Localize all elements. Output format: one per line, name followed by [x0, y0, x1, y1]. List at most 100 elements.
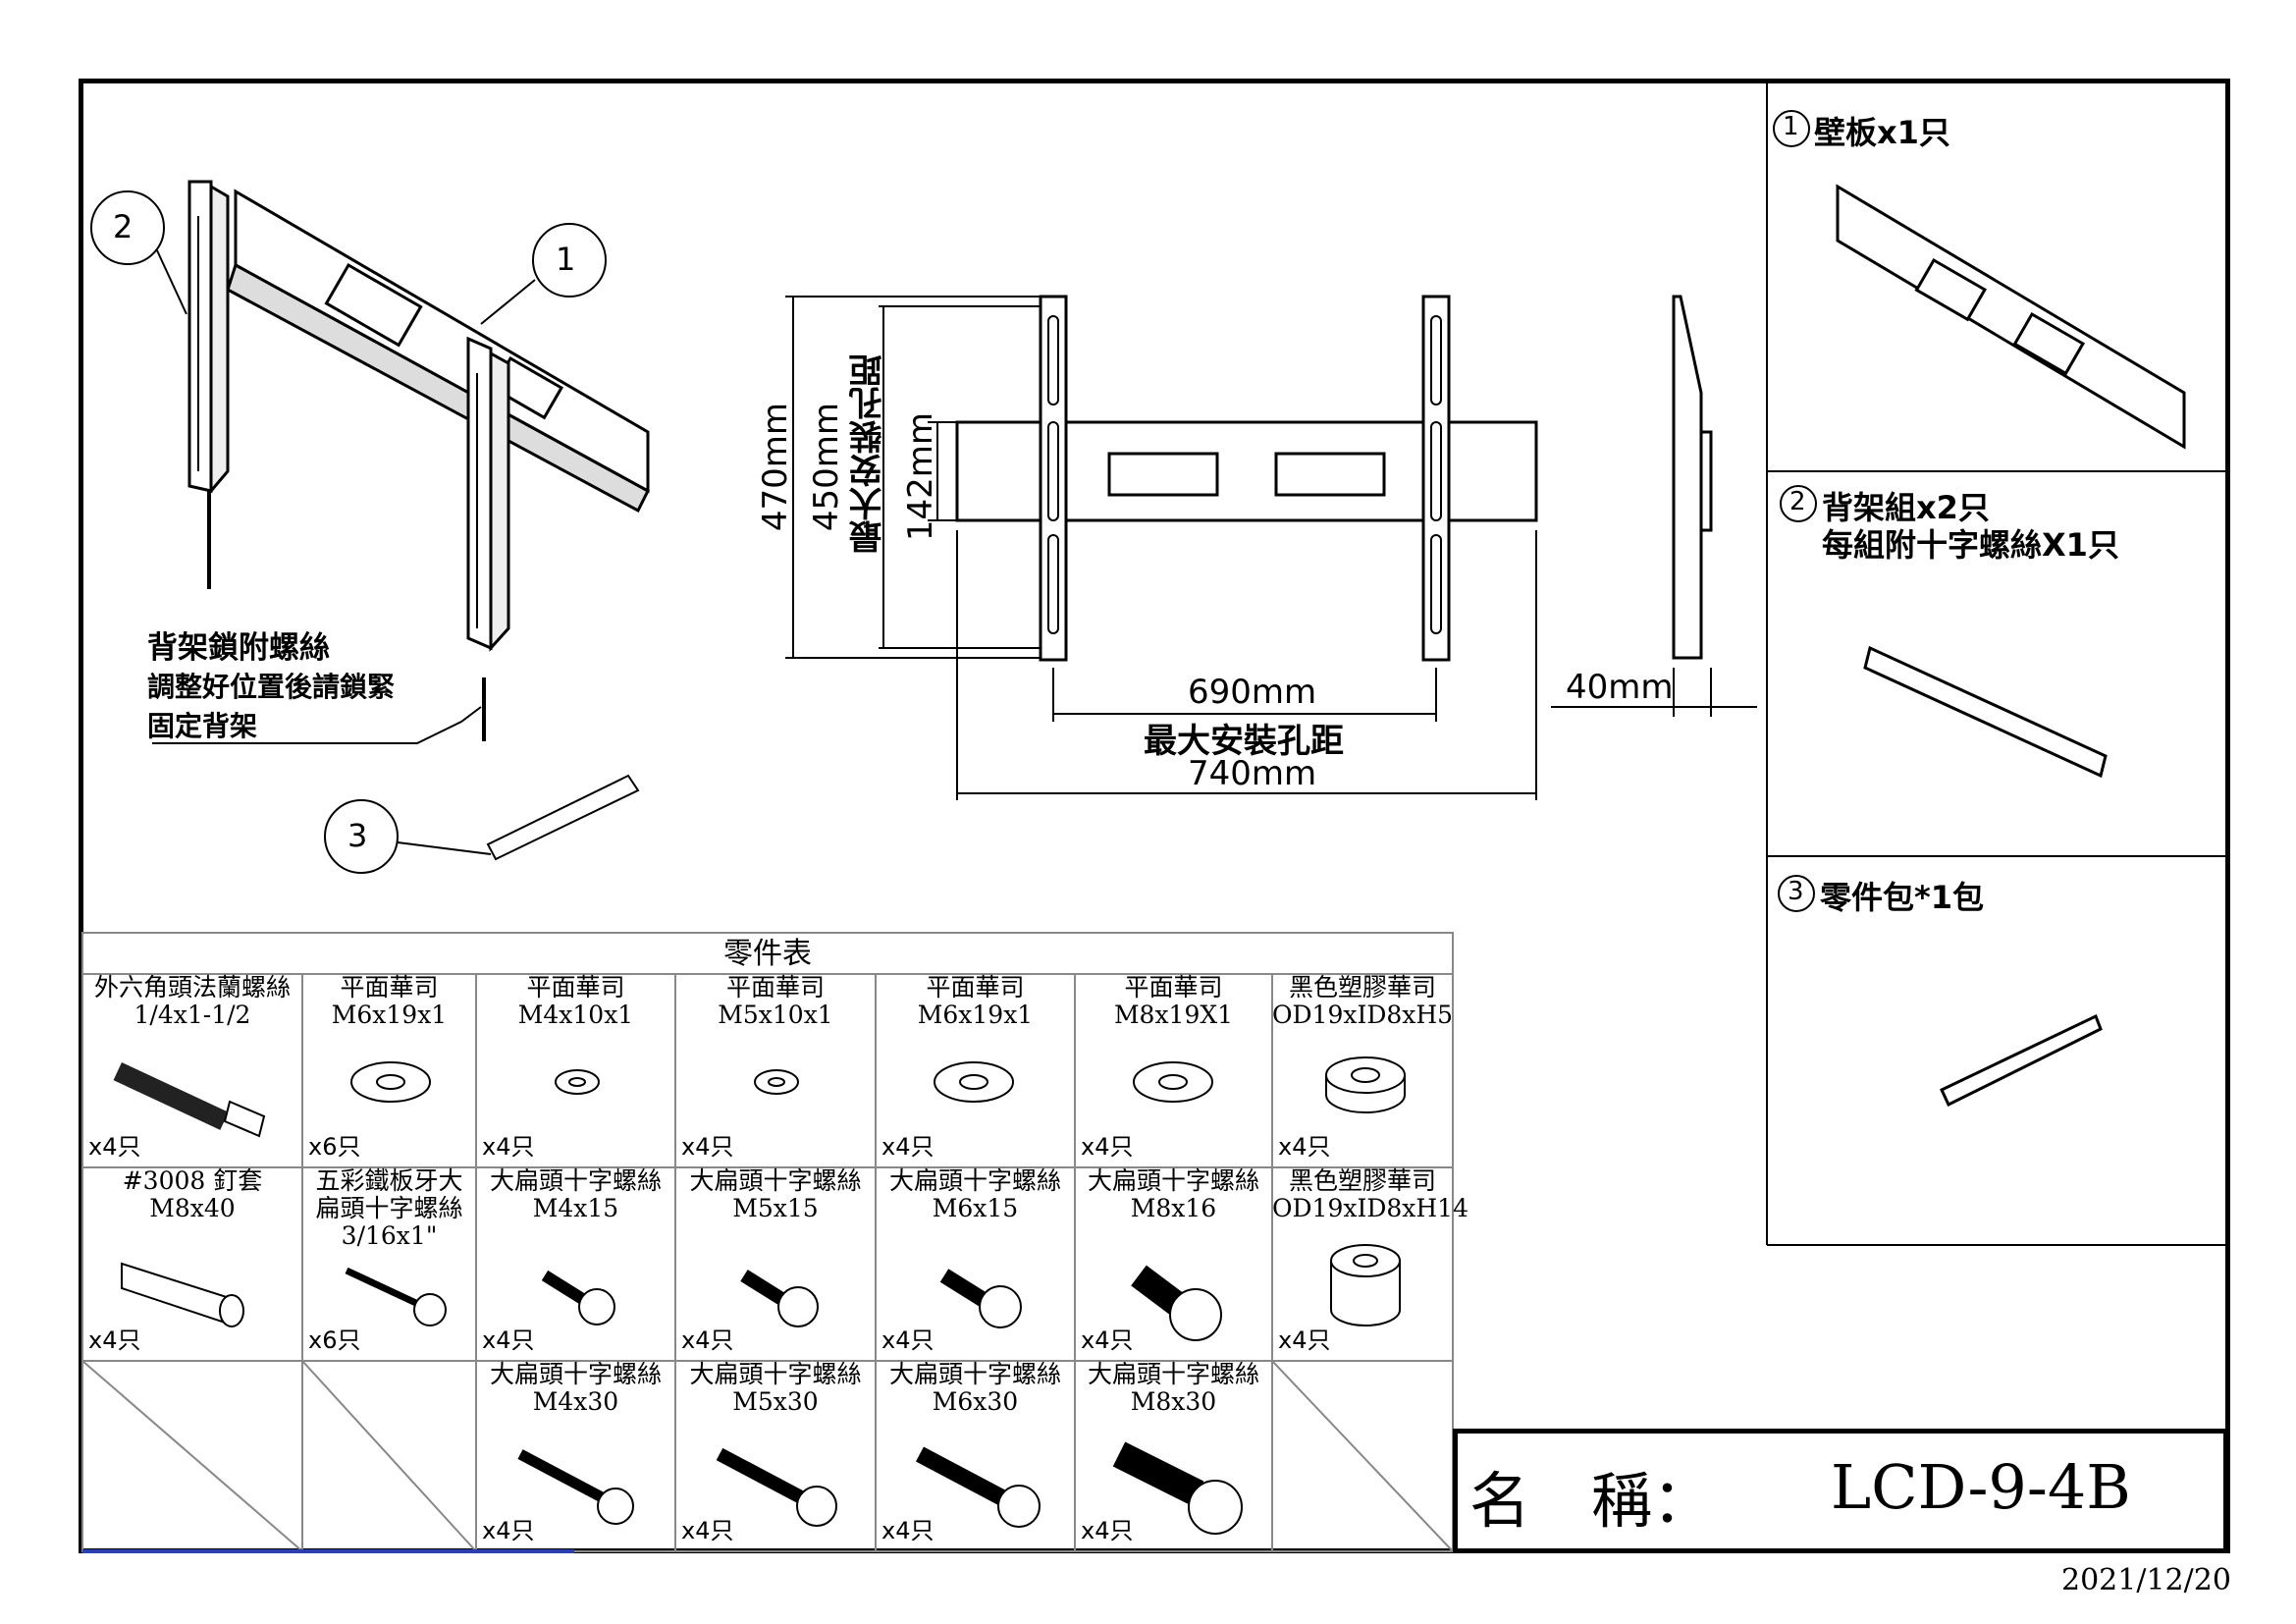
- part-spec: M4x10x1: [517, 1001, 634, 1029]
- part-spec: 1/4x1-1/2: [133, 1001, 251, 1029]
- pan-head-screw-icon: [1131, 1265, 1222, 1341]
- title-block: 名 稱： LCD-9-4B: [1453, 1429, 2228, 1553]
- long-screw-icon: [517, 1449, 634, 1525]
- part-spec: OD19xID8xH14: [1272, 1194, 1468, 1222]
- part-name: 大扁頭十字螺絲: [1087, 1166, 1259, 1195]
- part-spec: M6x30: [932, 1387, 1019, 1416]
- part-qty: x4只: [1081, 1326, 1134, 1354]
- part-cell: 黑色塑膠華司 OD19xID8xH5 x4只: [1272, 974, 1453, 1167]
- part-name: 大扁頭十字螺絲: [888, 1360, 1061, 1388]
- plastic-washer-icon: [1325, 1056, 1406, 1113]
- part-name: 平面華司: [926, 973, 1025, 1001]
- part-cell: 黑色塑膠華司 OD19xID8xH14 x4只: [1272, 1166, 1468, 1361]
- dim-40: 40mm: [1566, 668, 1674, 707]
- part-cell: 大扁頭十字螺絲 M5x30 x4只: [675, 1361, 876, 1551]
- item2-subtitle: 每組附十字螺絲X1只: [1822, 526, 2119, 564]
- hex-flange-bolt-icon: [113, 1062, 266, 1138]
- wall-anchor-icon: [121, 1262, 244, 1327]
- flat-washer-icon: [350, 1061, 431, 1103]
- dim-690-note: 最大安裝孔距: [1144, 722, 1344, 761]
- part-cell: 平面華司 M6x19x1 x6只: [302, 974, 476, 1167]
- part-qty: x4只: [482, 1517, 535, 1544]
- bracket-note-line2: 調整好位置後請鎖緊: [147, 671, 396, 703]
- part-qty: x4只: [681, 1517, 734, 1544]
- part-name: 大扁頭十字螺絲: [689, 1360, 862, 1388]
- part-cell: #3008 釘套 M8x40 x4只: [82, 1167, 302, 1361]
- part-cell: 大扁頭十字螺絲 M6x15 x4只: [876, 1167, 1075, 1361]
- part-name: 平面華司: [526, 973, 625, 1001]
- part-name: #3008 釘套: [122, 1166, 263, 1195]
- part-name: 大扁頭十字螺絲: [489, 1166, 662, 1195]
- part-cell: 平面華司 M4x10x1 x4只: [476, 974, 675, 1167]
- flat-washer-icon: [934, 1061, 1014, 1103]
- part-name: 大扁頭十字螺絲: [1087, 1360, 1259, 1388]
- part-qty: x6只: [308, 1133, 361, 1161]
- part-qty: x4只: [1081, 1133, 1134, 1161]
- part-qty: x4只: [1278, 1133, 1331, 1161]
- callout-1: 1: [556, 241, 576, 278]
- part-spec: M4x30: [532, 1387, 619, 1416]
- part-qty: x4只: [482, 1133, 535, 1161]
- part-cell: 大扁頭十字螺絲 M8x16 x4只: [1075, 1167, 1272, 1361]
- part-qty: x4只: [482, 1326, 535, 1354]
- part-qty: x4只: [88, 1326, 141, 1354]
- part-qty: x4只: [681, 1133, 734, 1161]
- part-qty: x4只: [1081, 1517, 1134, 1544]
- part-cell: 平面華司 M5x10x1 x4只: [675, 974, 876, 1167]
- name-label: 名 稱：: [1469, 1465, 1714, 1537]
- part-name: 平面華司: [340, 973, 439, 1001]
- part-name: 五彩鐵板牙大: [315, 1166, 463, 1195]
- part-name: 黑色塑膠華司: [1288, 1166, 1436, 1195]
- part-cell: 大扁頭十字螺絲 M5x15 x4只: [675, 1167, 876, 1361]
- part-spec: M4x15: [532, 1194, 619, 1222]
- part-spec: M5x15: [732, 1194, 819, 1222]
- part-cell: 五彩鐵板牙大 扁頭十字螺絲 3/16x1" x6只: [302, 1167, 476, 1361]
- part-cell: 平面華司 M6x19x1 x4只: [876, 974, 1075, 1167]
- plastic-spacer-icon: [1330, 1244, 1401, 1326]
- part-spec: 扁頭十字螺絲: [315, 1194, 463, 1222]
- part-spec: M8x19X1: [1113, 1001, 1234, 1029]
- part-name: 外六角頭法蘭螺絲: [93, 973, 291, 1001]
- dim-690: 690mm: [1188, 673, 1317, 712]
- part-spec: M8x30: [1130, 1387, 1217, 1416]
- part-cell: 平面華司 M8x19X1 x4只: [1075, 974, 1272, 1167]
- flat-washer-icon: [555, 1069, 600, 1095]
- callout-3: 3: [347, 817, 368, 854]
- part-name: 黑色塑膠華司: [1288, 973, 1436, 1001]
- part-spec: M6x19x1: [331, 1001, 448, 1029]
- part-spec: OD19xID8xH5: [1272, 1001, 1454, 1029]
- drawing-date: 2021/12/20: [2061, 1563, 2231, 1597]
- long-screw-icon: [1112, 1441, 1243, 1535]
- item3-number: 3: [1788, 877, 1804, 906]
- part-cell: 大扁頭十字螺絲 M6x30 x4只: [876, 1361, 1075, 1551]
- bracket-note: 背架鎖附螺絲 調整好位置後請鎖緊 固定背架: [147, 628, 395, 746]
- part-spec: M8x16: [1130, 1194, 1217, 1222]
- part-qty: x4只: [881, 1326, 934, 1354]
- part-qty: x6只: [308, 1326, 361, 1354]
- flat-washer-icon: [1133, 1061, 1213, 1103]
- part-qty: x4只: [881, 1133, 934, 1161]
- dim-740: 740mm: [1188, 754, 1317, 793]
- long-screw-icon: [716, 1447, 837, 1527]
- parts-table-title: 零件表: [723, 937, 812, 971]
- flat-washer-icon: [754, 1069, 799, 1095]
- part-qty: x4只: [881, 1517, 934, 1544]
- part-name: 大扁頭十字螺絲: [689, 1166, 862, 1195]
- item2-number: 2: [1789, 487, 1806, 516]
- part-name: 平面華司: [725, 973, 825, 1001]
- model-number: LCD-9-4B: [1831, 1451, 2131, 1523]
- part-name: 平面華司: [1124, 973, 1223, 1001]
- item3-title: 零件包*1包: [1820, 879, 1985, 916]
- part-qty: x4只: [88, 1133, 141, 1161]
- tapping-screw-icon: [345, 1267, 447, 1326]
- part-qty: x4只: [681, 1326, 734, 1354]
- pan-head-screw-icon: [939, 1269, 1022, 1328]
- part-spec: M6x19x1: [917, 1001, 1034, 1029]
- pan-head-screw-icon: [541, 1270, 615, 1326]
- callout-2: 2: [113, 208, 133, 245]
- item1-number: 1: [1783, 112, 1799, 141]
- part-cell: 大扁頭十字螺絲 M8x30 x4只: [1075, 1361, 1272, 1551]
